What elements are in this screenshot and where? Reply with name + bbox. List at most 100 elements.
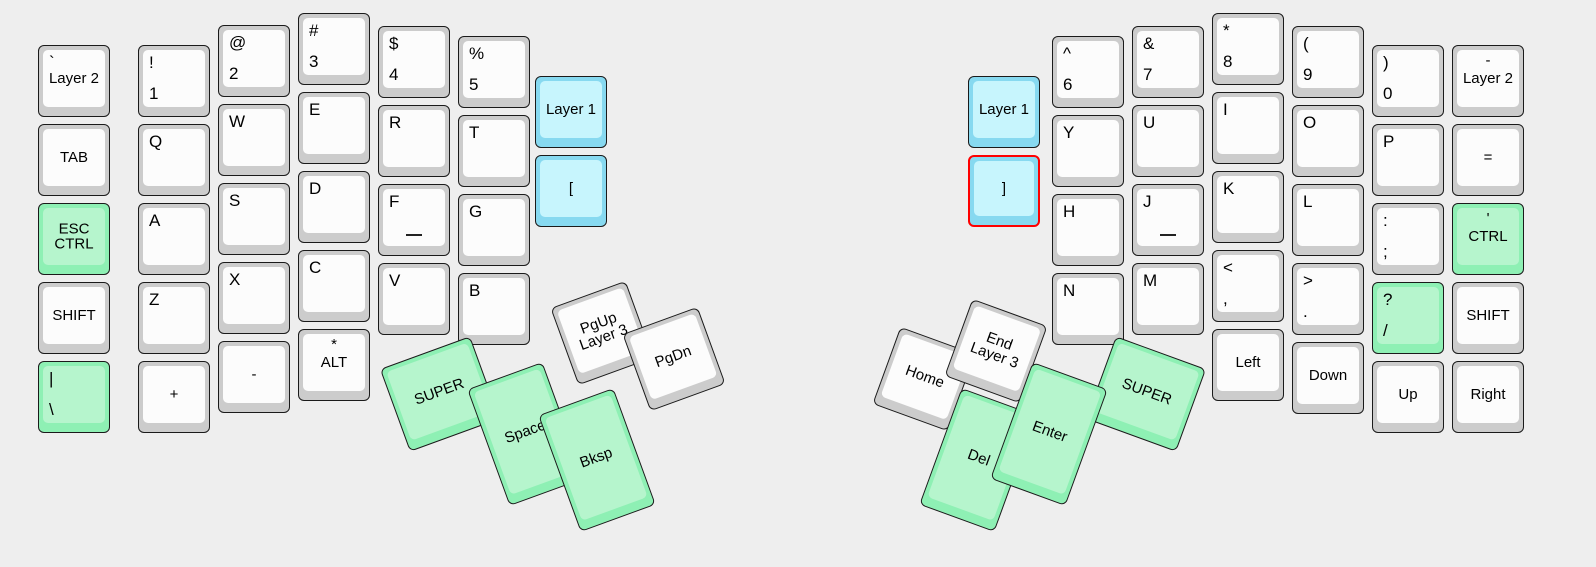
key-legend-base: 4 <box>389 65 399 85</box>
keycap-key-3[interactable]: #3 <box>298 13 370 85</box>
key-legend-center: TAB <box>59 148 89 166</box>
key-legend-center: - <box>251 365 257 383</box>
keycap-key-j[interactable]: J <box>1132 184 1204 256</box>
keycap-key-t[interactable]: T <box>458 115 530 187</box>
keycap-key-semicolon[interactable]: :; <box>1372 203 1444 275</box>
keycap-key-v[interactable]: V <box>378 263 450 335</box>
keycap-key-r[interactable]: R <box>378 105 450 177</box>
keycap-surface: D <box>303 176 365 233</box>
keycap-key-left[interactable]: Left <box>1212 329 1284 401</box>
key-legend-shifted: & <box>1143 34 1155 53</box>
key-legend-center: CTRL <box>1468 227 1508 245</box>
keycap-right-layer1[interactable]: Layer 1 <box>968 76 1040 148</box>
keycap-left-esc-ctrl[interactable]: ESC CTRL <box>38 203 110 275</box>
key-legend-base: 2 <box>229 64 239 84</box>
keycap-right-shift[interactable]: SHIFT <box>1452 282 1524 354</box>
keycap-key-d[interactable]: D <box>298 171 370 243</box>
keycap-surface: V <box>383 268 445 325</box>
keycap-key-8[interactable]: *8 <box>1212 13 1284 85</box>
key-legend-base: / <box>1383 321 1388 341</box>
keycap-surface: )0 <box>1377 50 1439 107</box>
key-legend-shifted: ) <box>1383 53 1389 72</box>
keycap-surface: L <box>1297 189 1359 246</box>
keycap-key-up[interactable]: Up <box>1372 361 1444 433</box>
keycap-key-h[interactable]: H <box>1052 194 1124 266</box>
keycap-key-l[interactable]: L <box>1292 184 1364 256</box>
keycap-key-bracket-left[interactable]: [ <box>535 155 607 227</box>
keycap-key-comma[interactable]: <, <box>1212 250 1284 322</box>
keycap-left-shift[interactable]: SHIFT <box>38 282 110 354</box>
key-legend-shifted: | <box>49 369 54 388</box>
keycap-key-right[interactable]: Right <box>1452 361 1524 433</box>
keycap-key-2[interactable]: @2 <box>218 25 290 97</box>
keycap-key-n[interactable]: N <box>1052 273 1124 345</box>
keycap-key-equal[interactable]: = <box>1452 124 1524 196</box>
keycap-key-c[interactable]: C <box>298 250 370 322</box>
keycap-key-1[interactable]: !1 <box>138 45 210 117</box>
key-legend-shifted: > <box>1303 271 1313 290</box>
keycap-key-o[interactable]: O <box>1292 105 1364 177</box>
key-legend-center: ] <box>1001 179 1007 197</box>
key-legend-shifted: @ <box>229 33 247 52</box>
keycap-key-period[interactable]: >. <box>1292 263 1364 335</box>
key-legend-main: Z <box>149 290 160 309</box>
key-legend-main: D <box>309 179 322 198</box>
keycap-right-layer2[interactable]: -Layer 2 <box>1452 45 1524 117</box>
keycap-key-p[interactable]: P <box>1372 124 1444 196</box>
keycap-key-9[interactable]: (9 <box>1292 26 1364 98</box>
key-legend-center: ESC CTRL <box>54 219 94 253</box>
keycap-left-pipe[interactable]: |\ <box>38 361 110 433</box>
keycap-key-b[interactable]: B <box>458 273 530 345</box>
keycap-key-f[interactable]: F <box>378 184 450 256</box>
keycap-key-alt[interactable]: *ALT <box>298 329 370 401</box>
key-legend-main: G <box>469 202 483 221</box>
keycap-key-7[interactable]: &7 <box>1132 26 1204 98</box>
key-legend-main: V <box>389 271 401 290</box>
keycap-surface: K <box>1217 176 1279 233</box>
keycap-key-m[interactable]: M <box>1132 263 1204 335</box>
keycap-key-a[interactable]: A <box>138 203 210 275</box>
keycap-key-4[interactable]: $4 <box>378 26 450 98</box>
keycap-key-0[interactable]: )0 <box>1372 45 1444 117</box>
keycap-key-g[interactable]: G <box>458 194 530 266</box>
keycap-key-w[interactable]: W <box>218 104 290 176</box>
key-legend-main: J <box>1143 192 1152 211</box>
keycap-surface: P <box>1377 129 1439 186</box>
keycap-key-y[interactable]: Y <box>1052 115 1124 187</box>
keycap-surface: F <box>383 189 445 246</box>
keycap-key-6[interactable]: ^6 <box>1052 36 1124 108</box>
keycap-key-x[interactable]: X <box>218 262 290 334</box>
key-legend-shifted: ^ <box>1063 44 1071 63</box>
keycap-key-down[interactable]: Down <box>1292 342 1364 414</box>
keycap-key-q[interactable]: Q <box>138 124 210 196</box>
key-legend-top-center: * <box>331 336 337 353</box>
keycap-key-z[interactable]: Z <box>138 282 210 354</box>
key-legend-main: F <box>389 192 400 211</box>
keycap-key-bracket-right[interactable]: ] <box>968 155 1040 227</box>
keycap-surface: A <box>143 208 205 265</box>
keycap-key-u[interactable]: U <box>1132 105 1204 177</box>
keycap-key-i[interactable]: I <box>1212 92 1284 164</box>
keycap-left-tab[interactable]: TAB <box>38 124 110 196</box>
keycap-right-ctrl[interactable]: 'CTRL <box>1452 203 1524 275</box>
key-legend-shifted: % <box>469 44 485 63</box>
keycap-left-layer1[interactable]: Layer 1 <box>535 76 607 148</box>
keycap-left-layer2[interactable]: `Layer 2 <box>38 45 110 117</box>
key-legend-shifted: ! <box>149 53 154 72</box>
keycap-key-s[interactable]: S <box>218 183 290 255</box>
keycap-key-5[interactable]: %5 <box>458 36 530 108</box>
keycap-key-minus[interactable]: - <box>218 341 290 413</box>
key-legend-base: 1 <box>149 84 159 104</box>
key-legend-main: T <box>469 123 480 142</box>
keycap-key-k[interactable]: K <box>1212 171 1284 243</box>
key-legend-shifted: ( <box>1303 34 1309 53</box>
keycap-key-slash[interactable]: ?/ <box>1372 282 1444 354</box>
key-legend-top-center: ' <box>1486 210 1490 227</box>
keycap-key-plus[interactable]: + <box>138 361 210 433</box>
keycap-key-e[interactable]: E <box>298 92 370 164</box>
